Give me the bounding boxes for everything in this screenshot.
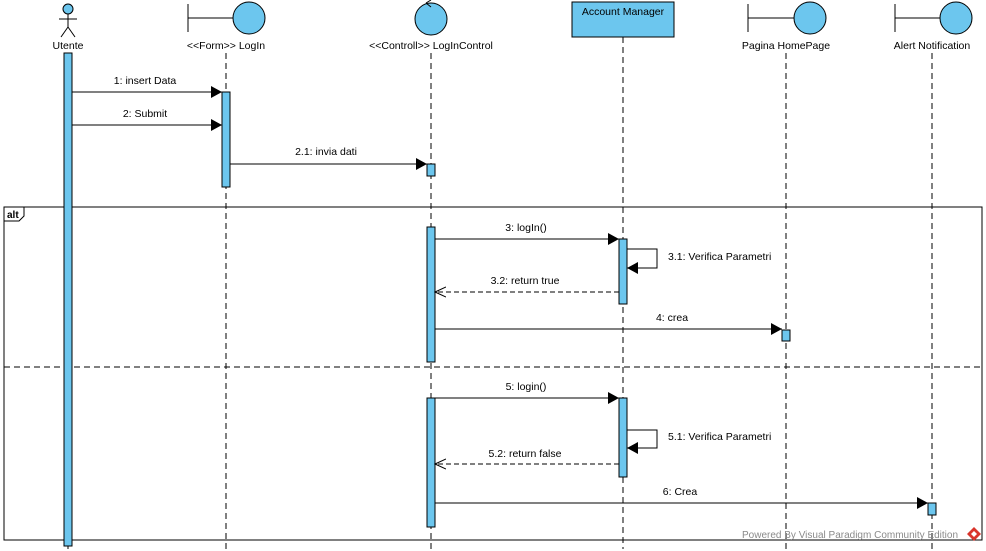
participant-account-manager[interactable]: Account Manager [571, 1, 675, 38]
participant-alert[interactable]: Alert Notification [894, 1, 973, 52]
watermark: Powered By Visual Paradigm Community Edi… [742, 527, 981, 541]
participant-label: <<Controll>> LogInControl [369, 40, 493, 52]
activation-logincontrol [426, 226, 436, 363]
activation-login [221, 91, 231, 188]
participant-homepage[interactable]: Pagina HomePage [742, 1, 830, 52]
participant-box [571, 1, 675, 38]
stick-figure-icon [59, 3, 77, 38]
activation-homepage [781, 329, 791, 342]
activation-alert [927, 502, 937, 516]
boundary-icon [747, 1, 827, 35]
boundary-icon [894, 1, 973, 35]
message-label: 1: insert Data [114, 75, 177, 87]
message-label: 5.1: Verifica Parametri [668, 431, 771, 443]
fragment-operator: alt [7, 210, 19, 221]
participant-label: Pagina HomePage [742, 40, 830, 52]
self-message-arrow-3-1[interactable] [627, 248, 658, 274]
message-label: 2.1: invia dati [295, 146, 357, 158]
activation-logincontrol [426, 163, 436, 177]
message-label: 3.2: return true [491, 275, 560, 287]
activation-account-manager [618, 397, 628, 478]
fragment-frame [3, 206, 983, 541]
participant-label: Alert Notification [894, 40, 971, 52]
participant-label: Utente [53, 40, 84, 52]
activation-account-manager [618, 238, 628, 305]
boundary-icon [187, 1, 266, 35]
self-message-arrow-5-1[interactable] [627, 429, 658, 454]
participant-logincontrol[interactable]: <<Controll>> LogInControl [369, 0, 493, 52]
alt-fragment[interactable]: alt [3, 206, 983, 541]
message-label: 3: logIn() [505, 222, 546, 234]
participant-utente[interactable]: Utente [53, 3, 84, 52]
message-label: 3.1: Verifica Parametri [668, 251, 771, 263]
participant-label: <<Form>> LogIn [187, 40, 265, 52]
fragment-operator-tab [3, 206, 25, 222]
participant-login[interactable]: <<Form>> LogIn [187, 1, 266, 52]
control-icon [414, 0, 448, 36]
visual-paradigm-logo-icon [967, 527, 981, 541]
message-label: 4: crea [656, 312, 688, 324]
activation-logincontrol [426, 397, 436, 528]
message-label: 6: Crea [663, 486, 698, 498]
message-label: 5: login() [506, 381, 547, 393]
participant-label: Account Manager [582, 6, 665, 18]
message-label: 5.2: return false [489, 448, 562, 460]
activation-utente [63, 52, 73, 547]
message-label: 2: Submit [123, 108, 167, 120]
watermark-text: Powered By Visual Paradigm Community Edi… [742, 530, 958, 541]
